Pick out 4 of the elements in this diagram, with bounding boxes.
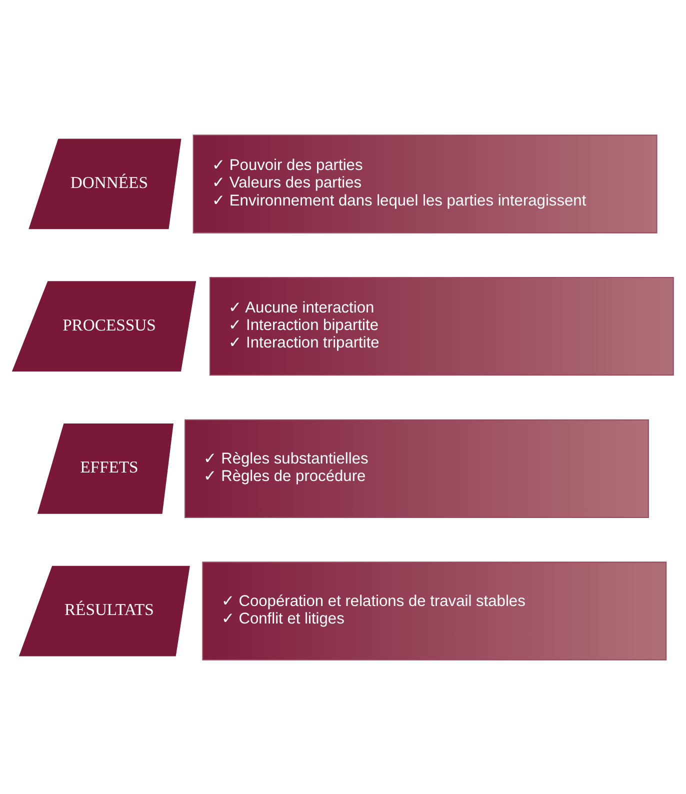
node-box: ✓ Aucune interaction ✓ Interaction bipartite ✓ Interaction tripartite [209, 276, 674, 376]
node-box: ✓ Coopération et relations de travail stables ✓ Conflit et litiges [202, 561, 667, 660]
node-box: ✓ Pouvoir des parties ✓ Valeurs des parties ✓ Environnement dans lequel les parties interagissent [192, 134, 658, 233]
node-box: ✓ Règles substantielles ✓ Règles de procédure [184, 418, 649, 518]
